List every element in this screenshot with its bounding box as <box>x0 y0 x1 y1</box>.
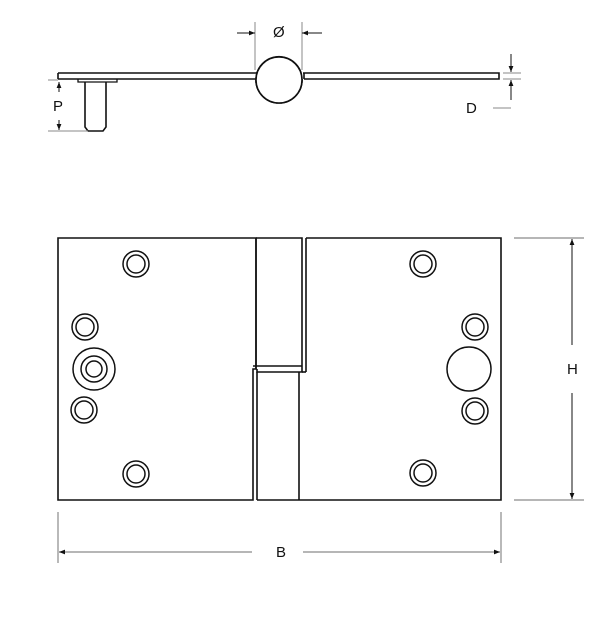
pin-washer <box>77 79 118 83</box>
left-leaf <box>57 237 257 501</box>
screw-hole-right-lower <box>461 397 489 425</box>
screw-hole-right-top <box>409 250 437 278</box>
screw-hole-left-upper <box>71 313 99 341</box>
diameter-label: Ø <box>271 24 287 41</box>
pin-projection-label: P <box>53 98 64 115</box>
pin-body <box>84 82 107 132</box>
screw-hole-left-bottom <box>122 460 150 488</box>
pin-hole-right <box>446 346 492 392</box>
screw-hole-right-upper <box>461 313 489 341</box>
screw-hole-left-top <box>122 250 150 278</box>
side-dimensions <box>48 22 521 132</box>
right-leaf-profile <box>303 72 500 80</box>
knuckle-circle-outline <box>255 56 303 104</box>
front-dimensions <box>57 237 584 563</box>
knuckle-upper <box>255 237 303 373</box>
height-label: H <box>565 361 580 378</box>
thickness-label: D <box>464 100 479 117</box>
front-view <box>57 237 502 501</box>
knuckle-lower <box>256 372 300 500</box>
left-leaf-profile <box>57 72 257 80</box>
pin-boss-left <box>72 347 116 391</box>
screw-hole-right-bottom <box>409 459 437 487</box>
screw-hole-left-lower <box>70 396 98 424</box>
right-leaf <box>257 237 502 501</box>
left-leaf-holes <box>70 250 150 488</box>
width-label: B <box>274 544 289 561</box>
right-leaf-holes <box>409 250 492 487</box>
